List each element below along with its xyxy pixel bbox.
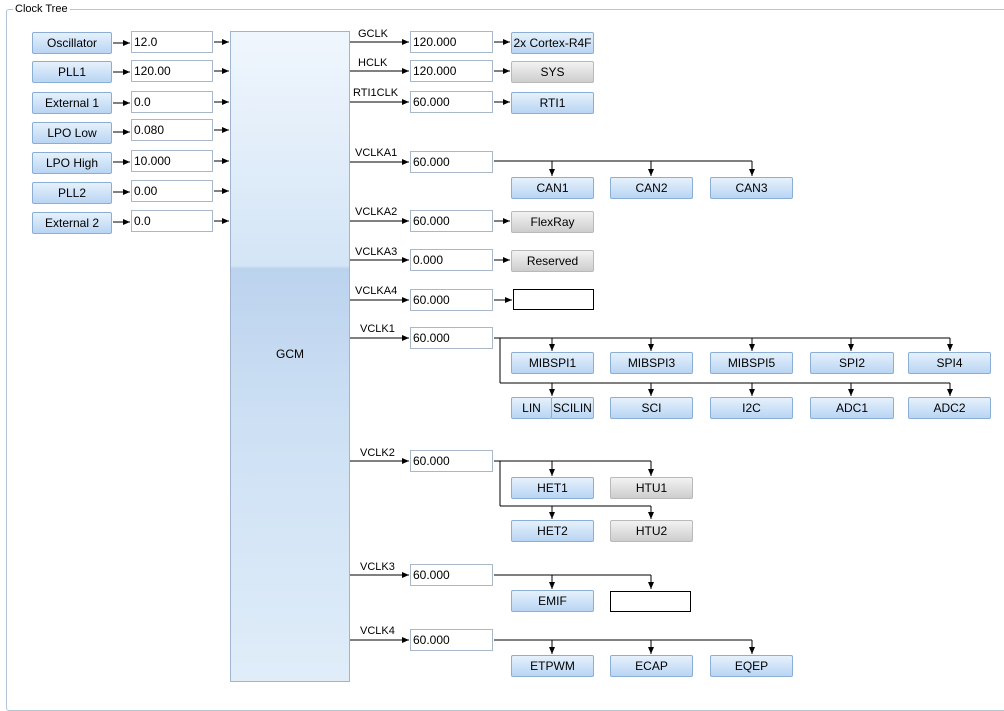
hclk-label: HCLK bbox=[358, 57, 388, 69]
can2-button[interactable]: CAN2 bbox=[610, 177, 693, 199]
vclk4-value[interactable]: 60.000 bbox=[410, 629, 493, 651]
gclk-value[interactable]: 120.000 bbox=[410, 31, 493, 53]
gcm-label: GCM bbox=[276, 347, 304, 361]
vclk2-label: VCLK2 bbox=[360, 447, 395, 459]
vclk1-value[interactable]: 60.000 bbox=[410, 327, 493, 349]
cortex-r4f-button[interactable]: 2x Cortex-R4F bbox=[511, 32, 594, 54]
hclk-value[interactable]: 120.000 bbox=[410, 60, 493, 82]
external2-value[interactable]: 0.0 bbox=[131, 210, 213, 232]
adc1-button[interactable]: ADC1 bbox=[810, 397, 894, 419]
htu1-button[interactable]: HTU1 bbox=[610, 477, 693, 499]
vclka3-value[interactable]: 0.000 bbox=[410, 249, 493, 271]
gcm-block[interactable]: GCM bbox=[230, 31, 350, 682]
vclka4-value[interactable]: 60.000 bbox=[410, 289, 493, 311]
oscillator-value[interactable]: 12.0 bbox=[131, 31, 213, 53]
clock-wires bbox=[113, 39, 953, 654]
vclka4-empty-slot bbox=[513, 289, 594, 310]
htu2-button[interactable]: HTU2 bbox=[610, 520, 693, 542]
lpo-high-button[interactable]: LPO High bbox=[32, 152, 112, 174]
rti1-button[interactable]: RTI1 bbox=[511, 92, 594, 114]
external2-button[interactable]: External 2 bbox=[32, 212, 112, 234]
external1-value[interactable]: 0.0 bbox=[131, 91, 213, 113]
vclk4-label: VCLK4 bbox=[360, 625, 395, 637]
adc2-button[interactable]: ADC2 bbox=[908, 397, 991, 419]
pll2-button[interactable]: PLL2 bbox=[32, 182, 112, 204]
i2c-button[interactable]: I2C bbox=[710, 397, 793, 419]
reserved-button[interactable]: Reserved bbox=[511, 250, 594, 272]
rti1clk-value[interactable]: 60.000 bbox=[410, 91, 493, 113]
lpo-high-value[interactable]: 10.000 bbox=[131, 150, 213, 172]
vclka3-label: VCLKA3 bbox=[355, 246, 398, 258]
spi4-button[interactable]: SPI4 bbox=[908, 352, 991, 374]
vclk3-empty-slot bbox=[610, 591, 691, 612]
can1-button[interactable]: CAN1 bbox=[511, 177, 594, 199]
scilin-button[interactable]: SCILIN bbox=[551, 397, 594, 419]
lin-button[interactable]: LIN bbox=[511, 397, 552, 419]
vclka2-label: VCLKA2 bbox=[355, 206, 398, 218]
oscillator-button[interactable]: Oscillator bbox=[32, 32, 112, 54]
external1-button[interactable]: External 1 bbox=[32, 92, 112, 114]
sci-button[interactable]: SCI bbox=[610, 397, 693, 419]
panel-title: Clock Tree bbox=[13, 3, 70, 15]
gclk-label: GCLK bbox=[358, 28, 388, 40]
vclka1-label: VCLKA1 bbox=[355, 147, 398, 159]
sys-button[interactable]: SYS bbox=[511, 61, 594, 83]
mibspi1-button[interactable]: MIBSPI1 bbox=[511, 352, 594, 374]
vclk3-label: VCLK3 bbox=[360, 561, 395, 573]
pll1-button[interactable]: PLL1 bbox=[32, 61, 112, 83]
ecap-button[interactable]: ECAP bbox=[610, 655, 693, 677]
vclk2-value[interactable]: 60.000 bbox=[410, 450, 493, 472]
etpwm-button[interactable]: ETPWM bbox=[511, 655, 594, 677]
vclka1-value[interactable]: 60.000 bbox=[410, 151, 493, 173]
vclka2-value[interactable]: 60.000 bbox=[410, 210, 493, 232]
het1-button[interactable]: HET1 bbox=[511, 477, 594, 499]
vclka4-label: VCLKA4 bbox=[355, 285, 398, 297]
can3-button[interactable]: CAN3 bbox=[710, 177, 793, 199]
flexray-button[interactable]: FlexRay bbox=[511, 211, 594, 233]
spi2-button[interactable]: SPI2 bbox=[810, 352, 894, 374]
het2-button[interactable]: HET2 bbox=[511, 520, 594, 542]
vclk3-value[interactable]: 60.000 bbox=[410, 564, 493, 586]
emif-button[interactable]: EMIF bbox=[511, 590, 594, 612]
mibspi5-button[interactable]: MIBSPI5 bbox=[710, 352, 793, 374]
rti1clk-label: RTI1CLK bbox=[353, 87, 399, 99]
pll2-value[interactable]: 0.00 bbox=[131, 180, 213, 202]
mibspi3-button[interactable]: MIBSPI3 bbox=[610, 352, 693, 374]
pll1-value[interactable]: 120.00 bbox=[131, 60, 213, 82]
vclk1-label: VCLK1 bbox=[360, 323, 395, 335]
eqep-button[interactable]: EQEP bbox=[710, 655, 793, 677]
lpo-low-value[interactable]: 0.080 bbox=[131, 119, 213, 141]
lpo-low-button[interactable]: LPO Low bbox=[32, 122, 112, 144]
